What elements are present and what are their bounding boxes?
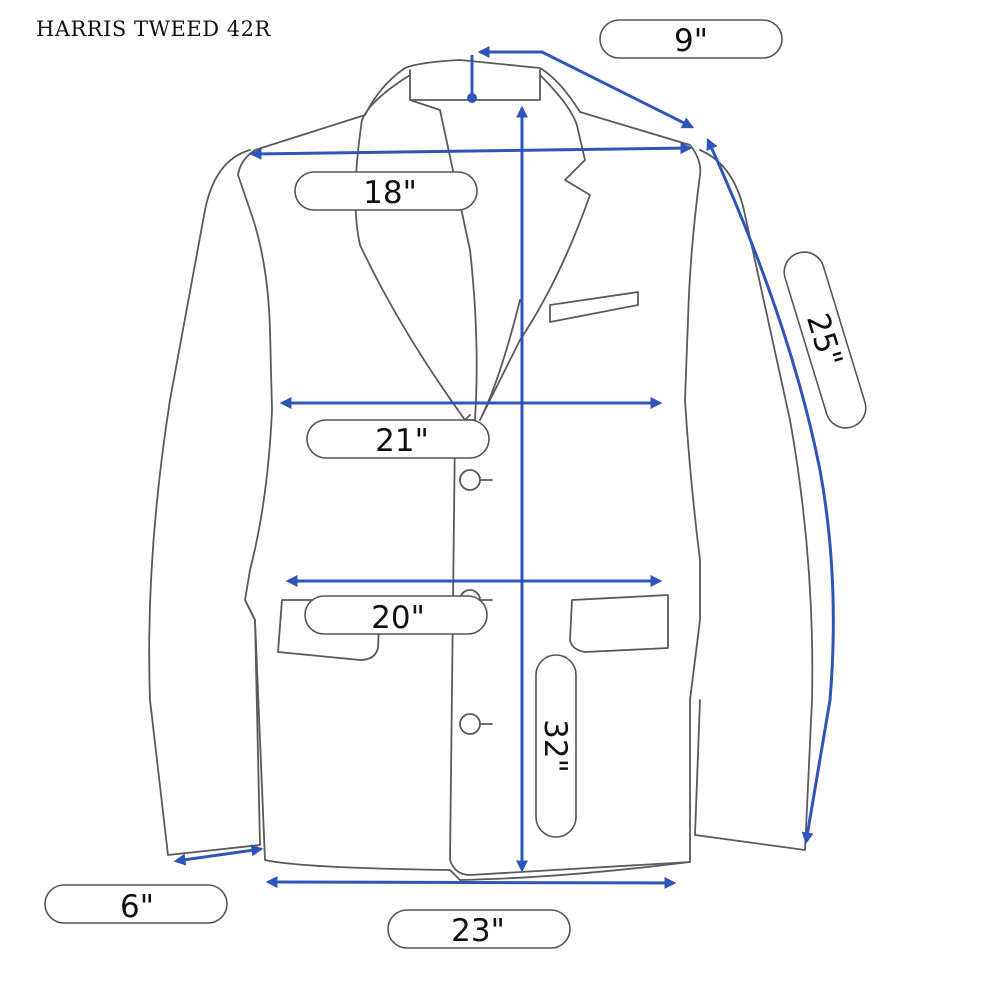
button-bottom [459, 713, 481, 735]
sleeve-opening-arrow [173, 844, 264, 866]
waist-width-value: 20" [371, 600, 425, 636]
hem-width-arrow [265, 876, 677, 889]
right-pocket-flap [569, 594, 669, 653]
diagram-title: HARRIS TWEED 42R [36, 17, 271, 41]
label-21in: 21" [306, 419, 490, 459]
label-25in: 25" [783, 251, 867, 429]
label-20in: 20" [304, 595, 488, 636]
collar-to-shoulder-value: 9" [674, 23, 708, 59]
collar-point [467, 93, 477, 103]
breast-pocket [549, 291, 639, 323]
sleeve-length-arrow [706, 137, 835, 845]
chest-width-value: 21" [375, 423, 429, 459]
shoulder-seam-arrow [477, 46, 695, 129]
hem-width-value: 23" [451, 913, 505, 949]
label-9in: 9" [599, 19, 783, 59]
shoulder-width-value: 18" [363, 175, 417, 211]
jacket-outline [148, 59, 814, 881]
label-18in: 18" [294, 171, 478, 211]
label-32in: 32" [535, 654, 577, 838]
label-23in: 23" [387, 909, 571, 949]
label-6in: 6" [44, 884, 228, 925]
button-top [459, 469, 481, 491]
sleeve-length-value: 25" [799, 309, 849, 371]
shoulder-width-arrow [249, 142, 693, 160]
left-pocket-flap [277, 599, 381, 661]
right-lapel [479, 74, 591, 421]
front-edge [449, 414, 691, 876]
left-sleeve [148, 149, 261, 856]
body-length-value: 32" [537, 719, 573, 773]
sleeve-opening-value: 6" [120, 889, 154, 925]
measurement-arrows [173, 46, 835, 889]
left-lapel [354, 74, 478, 421]
